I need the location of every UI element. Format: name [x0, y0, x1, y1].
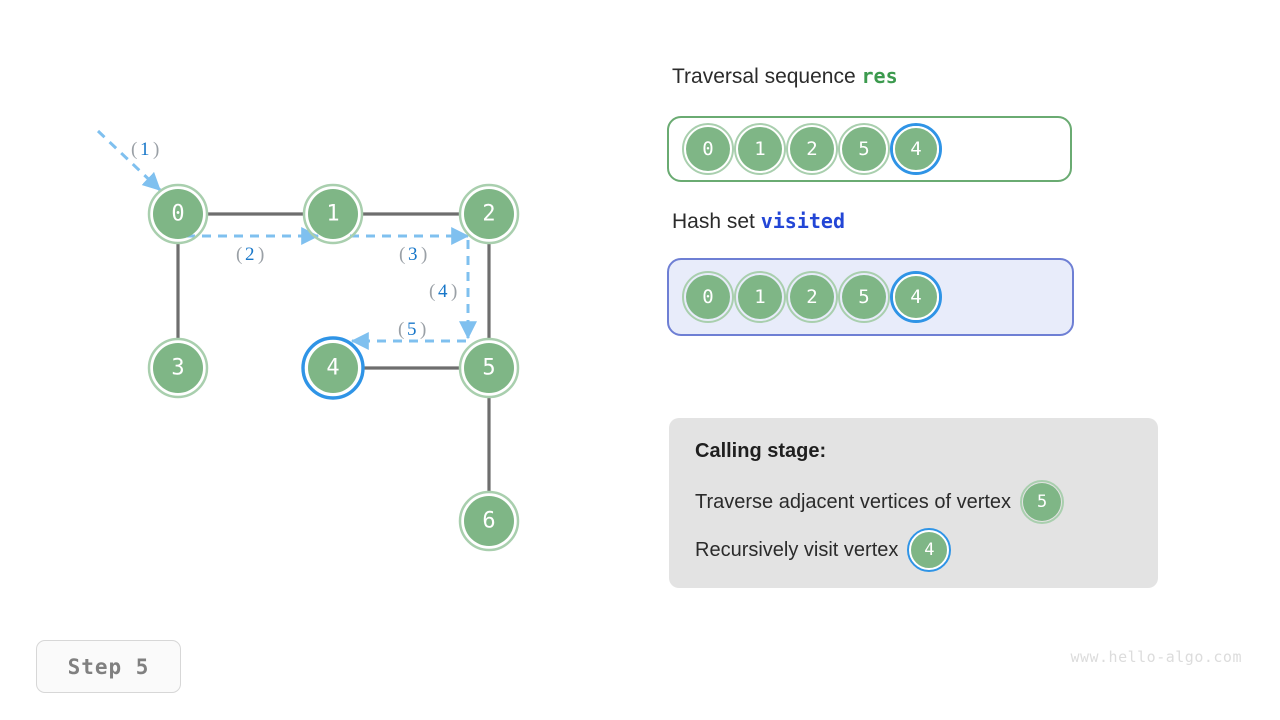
traversal-sequence-heading: Traversal sequence res — [672, 64, 898, 89]
graph-node-4[interactable]: 4 — [301, 336, 365, 400]
calling-stage-vertex-label: 5 — [1036, 492, 1048, 512]
visited-item-label: 2 — [806, 286, 818, 308]
traversal-arrow-1 — [96, 129, 162, 192]
graph-node-label: 5 — [482, 356, 495, 381]
res-item[interactable]: 0 — [682, 123, 734, 175]
svg-text:): ) — [420, 319, 426, 340]
graph-node-label: 2 — [482, 202, 495, 227]
svg-text:(: ( — [236, 244, 242, 265]
calling-stage-vertex-badge-highlighted[interactable]: 4 — [907, 528, 952, 572]
graph-node-label: 3 — [171, 356, 184, 381]
visited-item[interactable]: 2 — [786, 271, 838, 323]
graph-step-label-1: ( 1 ) — [131, 139, 159, 160]
visited-item-highlighted[interactable]: 4 — [890, 271, 942, 323]
graph-diagram: 0 1 2 3 — [96, 129, 520, 552]
step-label-number: 3 — [408, 244, 418, 265]
graph-step-label-2: ( 2 ) — [236, 244, 264, 265]
graph-step-label-5: ( 5 ) — [398, 319, 426, 340]
hash-set-list: 0 1 2 5 4 — [682, 271, 942, 323]
graph-node-label: 6 — [482, 509, 495, 534]
res-item[interactable]: 2 — [786, 123, 838, 175]
calling-stage-line: Traverse adjacent vertices of vertex 5 — [695, 480, 1132, 524]
calling-stage-line: Recursively visit vertex 4 — [695, 528, 1132, 572]
svg-text:): ) — [153, 139, 159, 160]
graph-step-label-3: ( 3 ) — [399, 244, 427, 265]
svg-text:(: ( — [131, 139, 137, 160]
svg-text:(: ( — [399, 244, 405, 265]
step-label-number: 1 — [140, 139, 150, 160]
graph-edges — [176, 212, 491, 493]
visited-item[interactable]: 1 — [734, 271, 786, 323]
traversal-sequence-container: 0 1 2 5 4 — [667, 116, 1072, 182]
calling-stage-title: Calling stage: — [695, 440, 827, 462]
graph-node-1[interactable]: 1 — [302, 183, 364, 245]
calling-stage-line-text: Traverse adjacent vertices of vertex — [695, 490, 1012, 513]
traversal-sequence-heading-prefix: Traversal sequence — [672, 65, 862, 88]
traversal-sequence-list: 0 1 2 5 4 — [682, 123, 942, 175]
calling-stage-vertex-label: 4 — [924, 540, 935, 560]
res-item[interactable]: 1 — [734, 123, 786, 175]
visited-item-label: 5 — [858, 286, 870, 308]
graph-node-5[interactable]: 5 — [458, 337, 520, 399]
visited-item-label: 0 — [702, 286, 714, 308]
res-variable-name: res — [861, 64, 898, 88]
graph-node-3[interactable]: 3 — [147, 337, 209, 399]
graph-node-label: 1 — [326, 202, 339, 227]
graph-node-label: 4 — [326, 356, 339, 381]
res-item-label: 0 — [702, 138, 714, 160]
traversal-arrows — [96, 129, 477, 350]
visited-variable-name: visited — [760, 209, 846, 233]
hash-set-heading-prefix: Hash set — [672, 210, 761, 233]
visited-item[interactable]: 0 — [682, 271, 734, 323]
visited-item-label: 4 — [910, 286, 922, 308]
res-item-label: 5 — [858, 138, 870, 160]
watermark: www.hello-algo.com — [1070, 648, 1242, 666]
res-item-label: 1 — [754, 138, 766, 160]
hash-set-heading: Hash set visited — [672, 209, 845, 234]
graph-node-0[interactable]: 0 — [147, 183, 209, 245]
svg-text:): ) — [421, 244, 427, 265]
svg-text:(: ( — [398, 319, 404, 340]
step-label-number: 5 — [407, 319, 417, 340]
step-badge: Step 5 — [36, 640, 181, 693]
graph-nodes: 0 1 2 3 — [147, 183, 520, 552]
svg-text:): ) — [451, 281, 457, 302]
calling-stage-line-text: Recursively visit vertex — [695, 538, 899, 561]
visited-item-label: 1 — [754, 286, 766, 308]
calling-stage-card: Calling stage: Traverse adjacent vertice… — [669, 418, 1158, 588]
res-item[interactable]: 5 — [838, 123, 890, 175]
graph-node-6[interactable]: 6 — [458, 490, 520, 552]
hash-set-container: 0 1 2 5 4 — [667, 258, 1074, 336]
svg-text:): ) — [258, 244, 264, 265]
graph-step-labels: ( 1 ) ( 2 ) ( 3 ) ( 4 ) — [131, 139, 457, 340]
res-item-highlighted[interactable]: 4 — [890, 123, 942, 175]
visited-item[interactable]: 5 — [838, 271, 890, 323]
step-label-number: 4 — [438, 281, 448, 302]
res-item-label: 4 — [910, 138, 922, 160]
svg-text:(: ( — [429, 281, 435, 302]
step-label-number: 2 — [245, 244, 255, 265]
calling-stage-vertex-badge[interactable]: 5 — [1020, 480, 1065, 524]
right-panel: Traversal sequence res 0 1 2 5 4 Hash se… — [660, 0, 1280, 720]
res-item-label: 2 — [806, 138, 818, 160]
graph-panel: 0 1 2 3 — [96, 129, 520, 552]
graph-step-label-4: ( 4 ) — [429, 281, 457, 302]
graph-node-2[interactable]: 2 — [458, 183, 520, 245]
graph-node-label: 0 — [171, 202, 184, 227]
